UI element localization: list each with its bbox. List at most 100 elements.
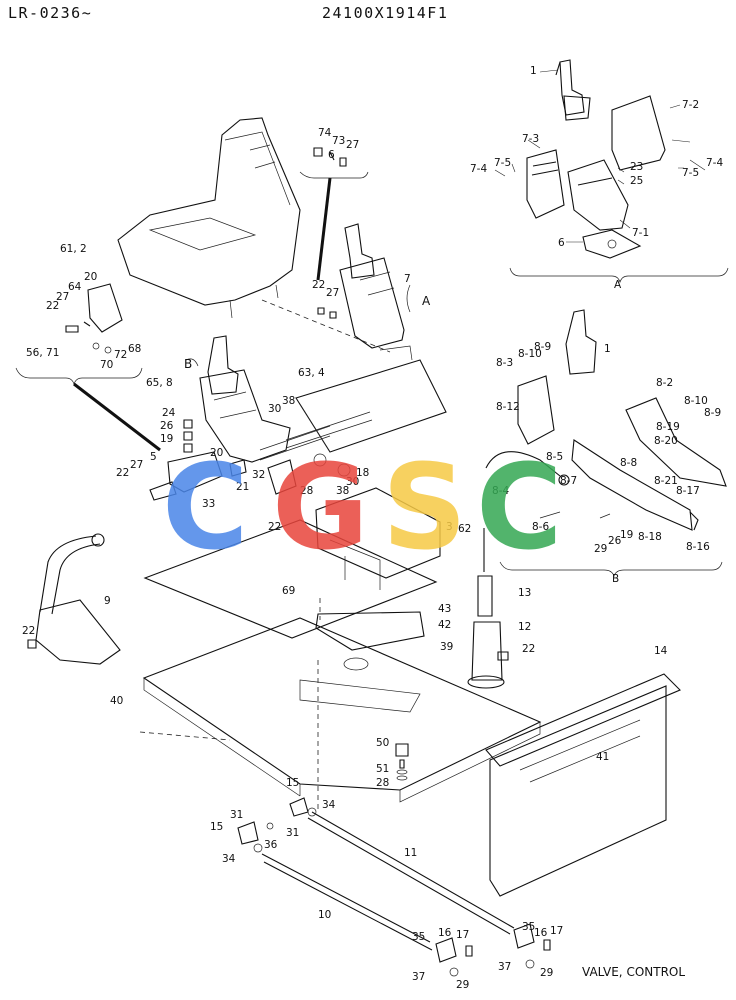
console-65-group [185, 335, 291, 463]
pedal-9-group [27, 533, 121, 665]
platform-63-edges [299, 345, 413, 453]
boot-base [467, 675, 505, 689]
bolt-22-left [149, 481, 177, 501]
rod-10 [261, 853, 433, 951]
callout-ref-a: A [422, 294, 431, 308]
leader-to-console [316, 177, 332, 281]
callout-22c: 22 [116, 467, 129, 479]
part-number: 24100X1914F1 [322, 4, 449, 22]
callout-38b: 38 [336, 485, 349, 497]
callout-28b: 28 [376, 777, 389, 789]
rod-11 [307, 811, 515, 935]
lever-grip-13 [477, 575, 493, 617]
clevis-16-left [435, 937, 457, 963]
callout-27b: 27 [326, 287, 339, 299]
callout-detail-a: A [614, 279, 622, 291]
console-7-group [317, 223, 411, 349]
side-cover-7-2 [611, 95, 666, 171]
callout-20b: 20 [210, 447, 223, 459]
callout-68: 68 [128, 343, 141, 355]
callout-22: 22 [312, 279, 325, 291]
callout-30b: 30 [346, 476, 359, 488]
diagram-caption: VALVE, CONTROL [582, 965, 685, 979]
floor-hatched-patch [299, 679, 421, 713]
clevis-15-left [237, 821, 259, 845]
callout-23: 23 [630, 161, 643, 173]
seat [117, 117, 301, 306]
pins-17 [465, 939, 551, 957]
platform-63-group [261, 299, 447, 453]
dash-vertical-center [317, 598, 321, 810]
watermark: C G S C [162, 438, 563, 576]
rods-30 [259, 425, 331, 461]
callout-8-17: 8-17 [676, 485, 700, 497]
callout-8-7: 8-7 [560, 475, 577, 487]
callout-8-2: 8-2 [656, 377, 673, 389]
callout-72: 72 [114, 349, 127, 361]
detail-b-marker [185, 358, 199, 367]
callout-7: 7 [404, 273, 411, 285]
callout-6: 6 [558, 237, 565, 249]
callout-12: 12 [518, 621, 531, 633]
washer-51 [396, 769, 408, 775]
floor-hole [343, 657, 369, 671]
callout-27: 27 [346, 139, 359, 151]
callout-24: 24 [162, 407, 176, 419]
callout-31b: 31 [286, 827, 299, 839]
side-cover-7-3 [526, 149, 565, 219]
washer-18 [337, 463, 351, 477]
callout-29c: 29 [540, 967, 553, 979]
callout-3: 3 [446, 521, 453, 533]
callout-15: 15 [286, 777, 299, 789]
callout-25: 25 [630, 175, 643, 187]
callout-30: 30 [268, 403, 281, 415]
boot-12 [471, 621, 503, 681]
callout-8-20: 8-20 [654, 435, 678, 447]
lever-8-4 [485, 451, 561, 477]
panel-14-group [485, 673, 681, 897]
pedal-levers [39, 535, 101, 615]
cotter-29-right [525, 959, 535, 969]
clevis-15-top [289, 797, 309, 817]
joystick-grip-a [555, 59, 585, 116]
callout-29b: 29 [456, 979, 469, 991]
callout-62: 62 [458, 523, 471, 535]
cotter-29-left [449, 967, 459, 977]
cover-8-3 [517, 375, 555, 445]
callout-9: 9 [104, 595, 111, 607]
callout-labels: 1 7-2 7-3 7-4 7-5 7-5 7-4 23 25 7-1 6 A … [22, 65, 723, 991]
callout-8-19: 8-19 [656, 421, 680, 433]
callout-56-71: 56, 71 [26, 347, 59, 359]
washer-72 [104, 346, 112, 354]
nut-34-left [253, 843, 263, 853]
callout-17b: 17 [550, 925, 563, 937]
callout-40: 40 [110, 695, 123, 707]
callout-73: 73 [332, 135, 345, 147]
nut-27 [339, 157, 347, 167]
callout-21: 21 [236, 481, 249, 493]
callout-20: 20 [84, 271, 97, 283]
nut-28 [396, 775, 408, 781]
callout-27c: 27 [56, 291, 69, 303]
pedal-plate [35, 599, 121, 665]
bracket-7-1 [567, 159, 629, 231]
drawing-code: LR-0236~ [8, 4, 93, 22]
callout-13: 13 [518, 587, 531, 599]
joystick-7 [344, 223, 375, 279]
part-32 [267, 459, 297, 495]
floor-plate-group [139, 519, 542, 810]
bolt-74 [313, 147, 323, 157]
callout-14: 14 [654, 645, 668, 657]
washer-6 [329, 151, 335, 161]
callout-7-1: 7-1 [632, 227, 649, 239]
callout-detail-b-ref: B [184, 357, 192, 371]
callout-35b: 35 [522, 921, 535, 933]
panel-41-details [519, 719, 641, 783]
floor-mat [143, 519, 438, 639]
joystick-boot-a [563, 95, 591, 121]
callout-27d: 27 [130, 459, 143, 471]
lever-13-group [467, 528, 509, 689]
callout-22e: 22 [22, 625, 35, 637]
plate-43-42 [315, 611, 425, 651]
